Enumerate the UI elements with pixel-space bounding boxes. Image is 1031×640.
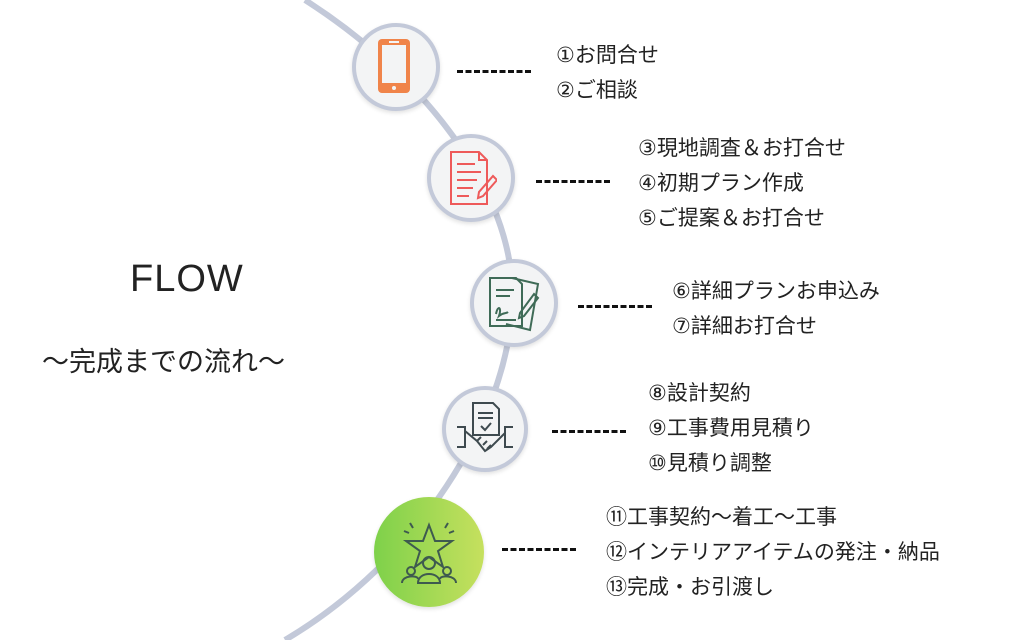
page-title: FLOW [130,258,244,300]
step-item: ②ご相談 [556,78,638,102]
step-3-items: ⑥詳細プランお申込み ⑦詳細お打合せ [672,274,880,344]
step-3-node [470,259,558,347]
step-item: ⑥詳細プランお申込み [672,279,880,303]
step-item: ⑧設計契約 [648,381,751,405]
step-4-connector [552,430,626,433]
step-item: ⑪工事契約〜着工〜工事 [606,505,837,529]
step-1-node [352,23,440,111]
step-3-connector [578,305,652,308]
step-1-connector [457,70,531,73]
page-subtitle: 〜完成までの流れ〜 [42,347,285,378]
step-2-connector [536,180,610,183]
step-4-items: ⑧設計契約 ⑨工事費用見積り ⑩見積り調整 [648,376,814,481]
step-4-node [442,386,528,472]
step-2-items: ③現地調査＆お打合せ ④初期プラン作成 ⑤ご提案＆お打合せ [638,131,846,236]
step-item: ⑤ご提案＆お打合せ [638,206,825,230]
step-5-connector [502,548,576,551]
step-item: ④初期プラン作成 [638,171,804,195]
step-item: ③現地調査＆お打合せ [638,136,846,160]
step-item: ⑦詳細お打合せ [672,314,817,338]
step-item: ⑬完成・お引渡し [606,575,774,599]
handshake-contract-icon [457,402,513,453]
step-item: ①お問合せ [556,43,659,67]
contract-sign-icon [489,277,540,332]
step-item: ⑩見積り調整 [648,451,772,475]
step-item: ⑨工事費用見積り [648,416,814,440]
document-edit-icon [450,151,497,205]
step-2-node [427,134,515,222]
step-item: ⑫インテリアアイテムの発注・納品 [606,540,940,564]
smartphone-icon [378,39,410,93]
star-people-icon [401,522,457,584]
step-5-items: ⑪工事契約〜着工〜工事 ⑫インテリアアイテムの発注・納品 ⑬完成・お引渡し [606,500,940,605]
step-1-items: ①お問合せ ②ご相談 [556,38,659,108]
step-5-node [374,497,484,607]
